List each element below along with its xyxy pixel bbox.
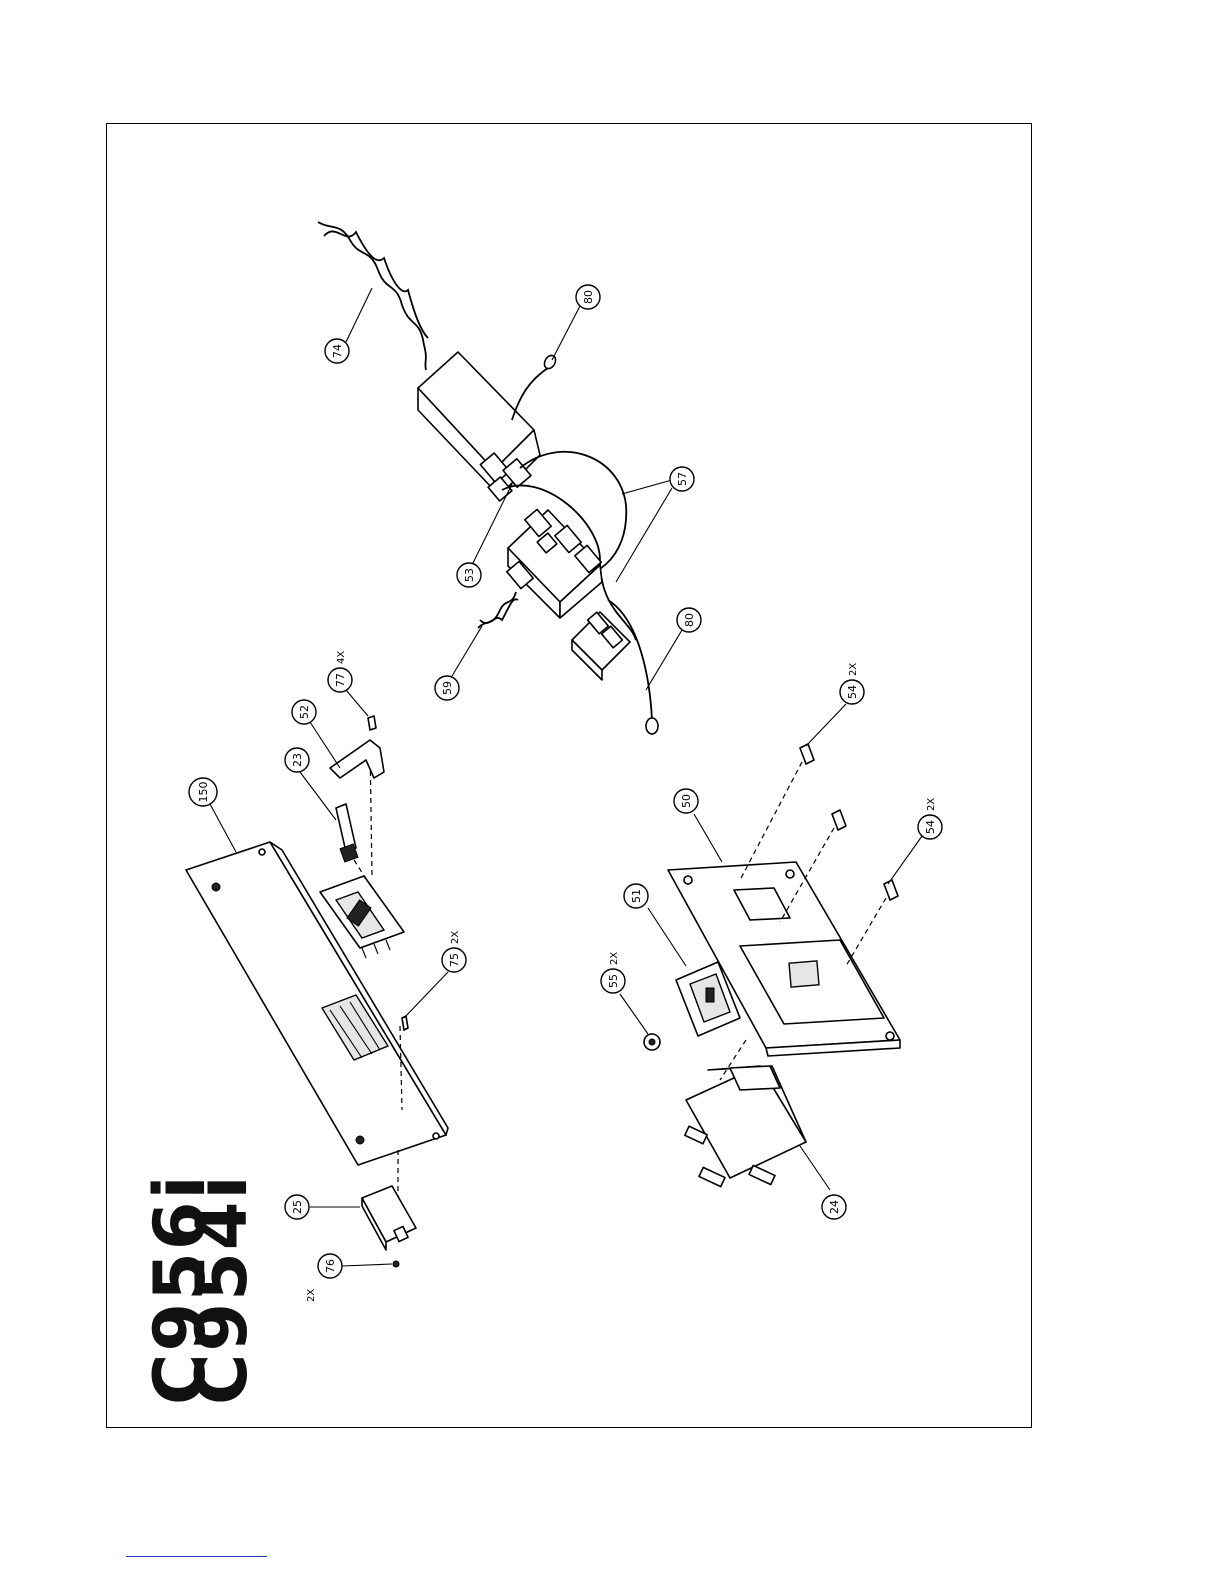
leader-80b [646, 630, 682, 690]
callout-54a-qty: 2X [848, 663, 859, 676]
panel-hole-2 [356, 1136, 364, 1144]
wire-harness-assembly [318, 222, 658, 734]
callout-54b-qty: 2X [926, 798, 937, 811]
callout-59-label: 59 [441, 681, 454, 695]
callout-54a: 54 2X [840, 663, 864, 704]
callout-59: 59 [435, 676, 459, 700]
leader-57b [616, 488, 672, 582]
callout-55-qty: 2X [609, 952, 620, 965]
screw-77 [368, 716, 376, 730]
plate-hole-2 [786, 870, 794, 878]
leader-150 [210, 804, 236, 852]
callout-80b: 80 [677, 608, 701, 632]
callout-54a-label: 54 [846, 685, 859, 699]
screw-75 [402, 1016, 408, 1030]
callout-25: 25 [285, 1195, 309, 1219]
callout-75: 75 2X [442, 931, 466, 972]
callout-24-label: 24 [828, 1200, 841, 1214]
callout-77-label: 77 [334, 673, 347, 687]
screw-76 [393, 1261, 399, 1267]
leader-57a [622, 480, 672, 494]
assembly-line-54c [846, 898, 886, 966]
rocker-switch-24-leg-2 [749, 1165, 775, 1184]
leader-50 [694, 814, 722, 862]
callout-75-label: 75 [448, 953, 461, 967]
module-pin-3 [386, 940, 390, 950]
ring-terminal-80a [542, 353, 558, 370]
callout-52: 52 [292, 700, 316, 724]
callout-75-qty: 2X [450, 931, 461, 944]
callout-54b: 54 2X [918, 798, 942, 839]
callout-23: 23 [285, 748, 309, 772]
leader-74 [346, 288, 372, 342]
fuse-holder-51-slot [706, 988, 714, 1002]
rocker-switch-24-leg-1 [699, 1167, 725, 1186]
callout-77: 77 4X [328, 651, 352, 692]
callout-57: 57 [670, 467, 694, 491]
callout-80a: 80 [576, 285, 600, 309]
callout-23-label: 23 [291, 753, 304, 767]
callout-76-qty: 2X [306, 1289, 317, 1302]
ground-wire-80b [608, 600, 652, 720]
module-pin-2 [374, 944, 378, 954]
screw-54a [800, 744, 814, 764]
leader-51 [648, 908, 686, 966]
panel-hole-4 [433, 1133, 439, 1139]
callout-74: 74 [325, 339, 349, 363]
ring-terminal-80b [646, 718, 658, 734]
screw-54b [832, 810, 846, 830]
callout-54b-label: 54 [924, 820, 937, 834]
leader-55 [620, 994, 648, 1034]
callout-57-label: 57 [676, 472, 689, 486]
callout-53-label: 53 [463, 568, 476, 582]
panel-hole-1 [212, 883, 220, 891]
callout-150: 150 [189, 778, 217, 806]
panel-plate-150 [186, 842, 446, 1165]
callouts: 74 80 57 53 80 59 [189, 285, 942, 1302]
nut-55-hole [649, 1039, 655, 1045]
callout-55-label: 55 [607, 974, 620, 988]
plate-hole-1 [684, 876, 692, 884]
callout-53: 53 [457, 563, 481, 587]
panel-hole-3 [259, 849, 265, 855]
callout-51: 51 [624, 884, 648, 908]
rocker-switch-24-button [730, 1066, 780, 1090]
callout-24: 24 [822, 1195, 846, 1219]
callout-80b-label: 80 [683, 613, 696, 627]
callout-74-label: 74 [331, 344, 344, 358]
plate-hole-3 [886, 1032, 894, 1040]
callout-80a-label: 80 [582, 290, 595, 304]
leader-54b [888, 836, 922, 884]
leader-59 [452, 626, 482, 676]
model-title-2: C954i [181, 1174, 263, 1405]
callout-50-label: 50 [680, 794, 693, 808]
model-title-group: C956i C954i [139, 1174, 263, 1405]
leader-24 [800, 1146, 830, 1190]
leader-53 [472, 484, 512, 565]
callout-55: 55 2X [601, 952, 625, 993]
callout-52-label: 52 [298, 705, 311, 719]
leader-lines [210, 288, 922, 1266]
leader-52 [310, 722, 340, 768]
module-pin-1 [362, 948, 366, 958]
callout-76-label: 76 [324, 1259, 337, 1273]
leader-23 [300, 772, 336, 820]
callout-77-qty: 4X [336, 651, 347, 664]
leader-54a [806, 704, 846, 746]
callout-50: 50 [674, 789, 698, 813]
callout-150-label: 150 [197, 782, 210, 803]
part-52-bracket [330, 740, 384, 778]
footer-underline-link[interactable] [126, 1556, 267, 1557]
leader-76 [342, 1264, 392, 1266]
callout-76: 76 2X [306, 1254, 342, 1302]
callout-51-label: 51 [630, 889, 643, 903]
screw-54c [884, 880, 898, 900]
leader-77 [346, 690, 368, 716]
callout-25-label: 25 [291, 1200, 304, 1214]
leader-80a [552, 306, 580, 360]
plate-window [789, 961, 819, 987]
leader-75 [404, 972, 448, 1018]
